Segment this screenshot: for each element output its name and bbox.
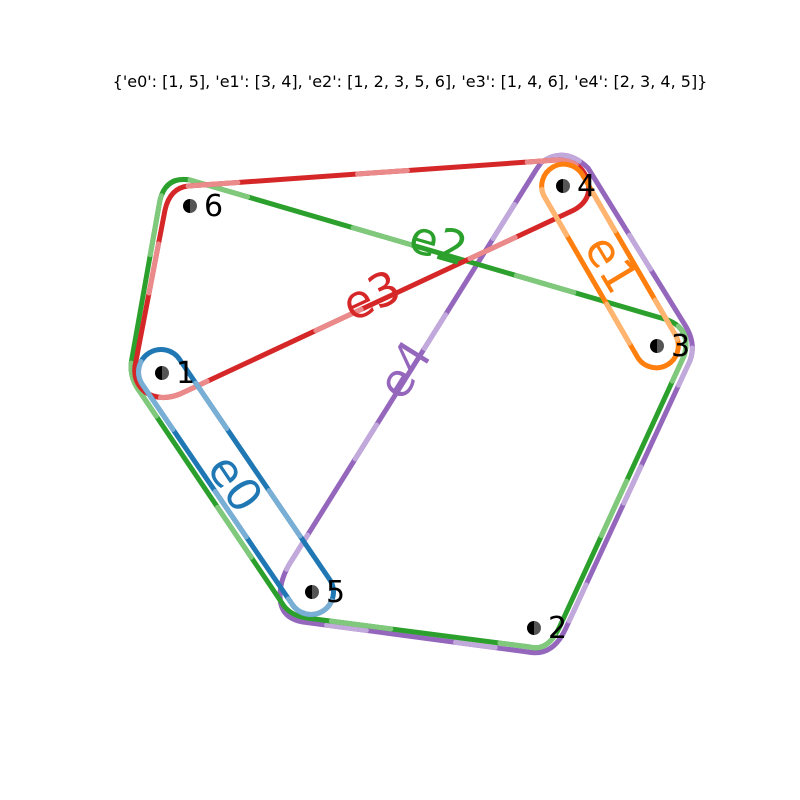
node-2: 2: [527, 611, 567, 646]
edge-label-e4: e4: [366, 331, 442, 408]
node-6: 6: [183, 189, 223, 224]
node-6-marker-right: [190, 199, 197, 213]
node-6-marker-left: [183, 199, 190, 213]
hyperedge-e4: [277, 152, 695, 656]
figure-title: {'e0': [1, 5], 'e1': [3, 4], 'e2': [1, 2…: [113, 72, 708, 91]
edge-label-e2: e2: [403, 209, 473, 277]
edge-label-e1: e1: [574, 225, 650, 302]
hyperedge-e1-highlight: [539, 161, 681, 371]
node-2-label: 2: [548, 611, 567, 646]
node-3-label: 3: [671, 329, 690, 364]
node-5: 5: [305, 575, 345, 610]
node-5-marker-right: [312, 585, 319, 599]
node-4-label: 4: [577, 169, 596, 204]
hyperedge-e2: [128, 176, 689, 651]
node-5-marker-left: [305, 585, 312, 599]
node-3-marker-right: [657, 339, 664, 353]
node-5-label: 5: [326, 575, 345, 610]
node-6-label: 6: [204, 189, 223, 224]
node-4: 4: [556, 169, 596, 204]
node-2-marker-right: [534, 621, 541, 635]
node-1-marker-right: [162, 366, 169, 380]
node-3-marker-left: [650, 339, 657, 353]
node-2-marker-left: [527, 621, 534, 635]
node-1-marker-left: [155, 366, 162, 380]
hyperedge-e3-highlight: [132, 157, 592, 400]
hyperedge-e1: [539, 161, 681, 371]
node-1-label: 1: [176, 356, 195, 391]
hyperedge-e0-highlight: [136, 347, 336, 617]
edge-label-e3: e3: [334, 259, 409, 332]
node-1: 1: [155, 356, 195, 391]
node-4-marker-left: [556, 179, 563, 193]
hyperedge-e0: [136, 347, 336, 617]
hyperedge-e2-highlight: [128, 176, 689, 651]
node-4-marker-right: [563, 179, 570, 193]
node-3: 3: [650, 329, 690, 364]
hyperedge-e4-highlight: [277, 152, 695, 656]
edge-label-e0: e0: [197, 444, 274, 522]
